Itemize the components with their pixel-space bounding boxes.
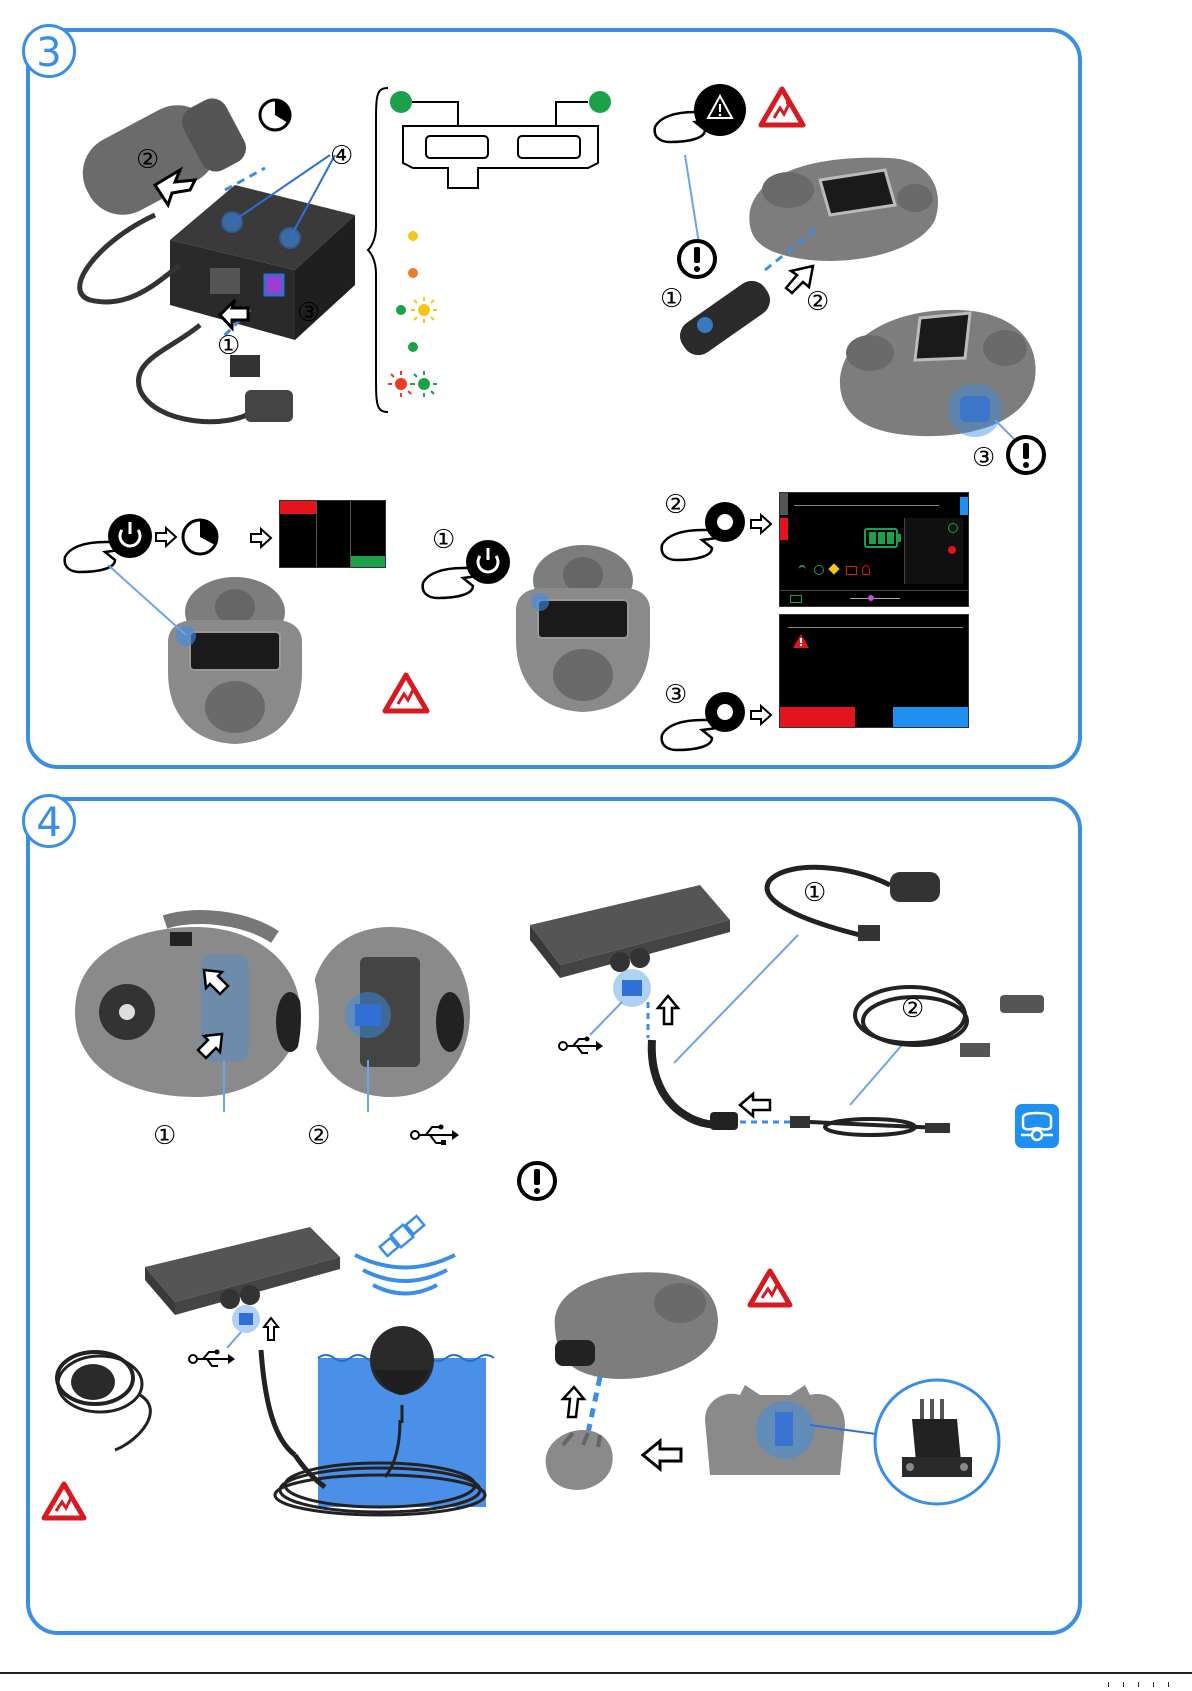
marker-1-cable: ① [803,880,826,906]
menu-item-ok [350,556,386,568]
warning-screen [779,614,969,728]
menu-item-power [280,501,316,514]
marker-4-charger: ④ [330,143,353,169]
arrow-press-cover-top-icon [200,966,230,996]
status-mini-battery [790,595,802,603]
step-3-badge: 3 [22,24,76,78]
led-yellow-blinking [411,297,437,323]
charger-slot-diagram [388,88,613,196]
status-slider-knob [868,595,874,601]
menu-divider [316,501,317,568]
usb-pointer-line [590,1000,630,1040]
wifi-icon [798,565,806,575]
arrow-press-cover-bottom-icon [196,1030,226,1060]
arrow-right-icon-2 [249,527,273,549]
status-screen-divider [794,505,939,506]
status-screen-red-tab [780,518,788,540]
arrow-up-icon-2 [262,1316,280,1342]
dock-pointer-line [810,1410,880,1440]
finger-press-power-button-2 [418,538,510,608]
marker-1-charger: ① [217,333,240,359]
usb-adapter-detail [872,1377,1002,1507]
marker-2-battery: ② [136,147,159,173]
status-screen [779,492,969,607]
tool-icon [828,563,839,574]
hazard-warning-icon-3 [41,1481,87,1521]
led-green-solid [396,305,406,315]
footer-boxes [1094,1672,1184,1678]
status-led-green [948,523,958,533]
footer-rule [0,1672,1192,1674]
arrow-right-icon-4 [749,704,773,726]
finger-press-joystick [657,500,747,570]
dock-cap [538,1425,620,1493]
hazard-warning-icon [758,86,806,128]
pointer-lines [222,1060,372,1116]
step-4-badge: 4 [22,794,76,848]
status-icons-row [798,565,878,575]
usb-cable-2 [850,975,1050,1075]
timer-icon [257,97,293,133]
warning-screen-divider [788,627,963,628]
led-orange [408,268,418,278]
arrow-left-icon-2 [640,1438,684,1472]
usb-icon-3 [188,1349,236,1369]
transducer-coiled [45,1340,185,1460]
helmet-docking-view [545,1268,725,1388]
warning-cancel-button [893,707,968,727]
helmet-front-view-2 [508,540,658,720]
status-screen-left-bar [780,493,788,515]
diver-mask-icon [1015,1104,1059,1148]
menu-divider-2 [350,501,351,568]
status-screen-blue-tab [960,497,968,515]
charger-box [170,185,355,340]
arrow-up-dock-icon [560,1385,586,1419]
marker-2-cable: ② [901,996,924,1022]
battery-full-icon [864,527,904,551]
led-status-legend [388,222,448,392]
marker-1-cover: ① [153,1123,176,1149]
marker-2-helmet: ② [806,289,829,315]
hazard-warning-icon-4 [747,1268,793,1308]
led-green [408,342,418,352]
status-slider [850,598,900,599]
exclamation-icon-3 [516,1160,558,1202]
arrow-right-icon [154,526,178,548]
hazard-warning-icon-2 [382,672,430,714]
gps-icon [814,565,824,575]
transducer-cable-coil [255,1345,500,1515]
usb-icon-2 [558,1036,604,1056]
warning-triangle-icon [792,633,810,649]
timer-icon-2 [180,517,220,557]
usb-icon [410,1124,460,1146]
marker-3-charger: ③ [297,300,320,326]
camera-icon [846,566,857,575]
finger-press-warning-button [650,82,750,162]
power-pointer-line [108,565,198,645]
home-menu-screen [279,500,386,568]
control-unit-bottom [140,1222,345,1317]
usb-pointer-line-2 [225,1330,245,1350]
arrow-right-icon-3 [749,513,773,535]
light-icon [862,565,870,575]
exclamation-icon-2 [1005,434,1047,476]
finger-press-joystick-2 [657,690,747,760]
marker-1-torch: ① [660,286,683,312]
adapter-cable-1 [760,860,950,950]
beacon-torch [665,270,785,365]
led-yellow [408,231,418,241]
status-led-red [948,546,956,554]
warning-confirm-button [780,707,855,727]
signal-waves [345,1240,465,1310]
marker-3-helmet: ③ [972,445,995,471]
marker-2-cover: ② [307,1123,330,1149]
usb-port-highlight-2 [232,1305,260,1333]
